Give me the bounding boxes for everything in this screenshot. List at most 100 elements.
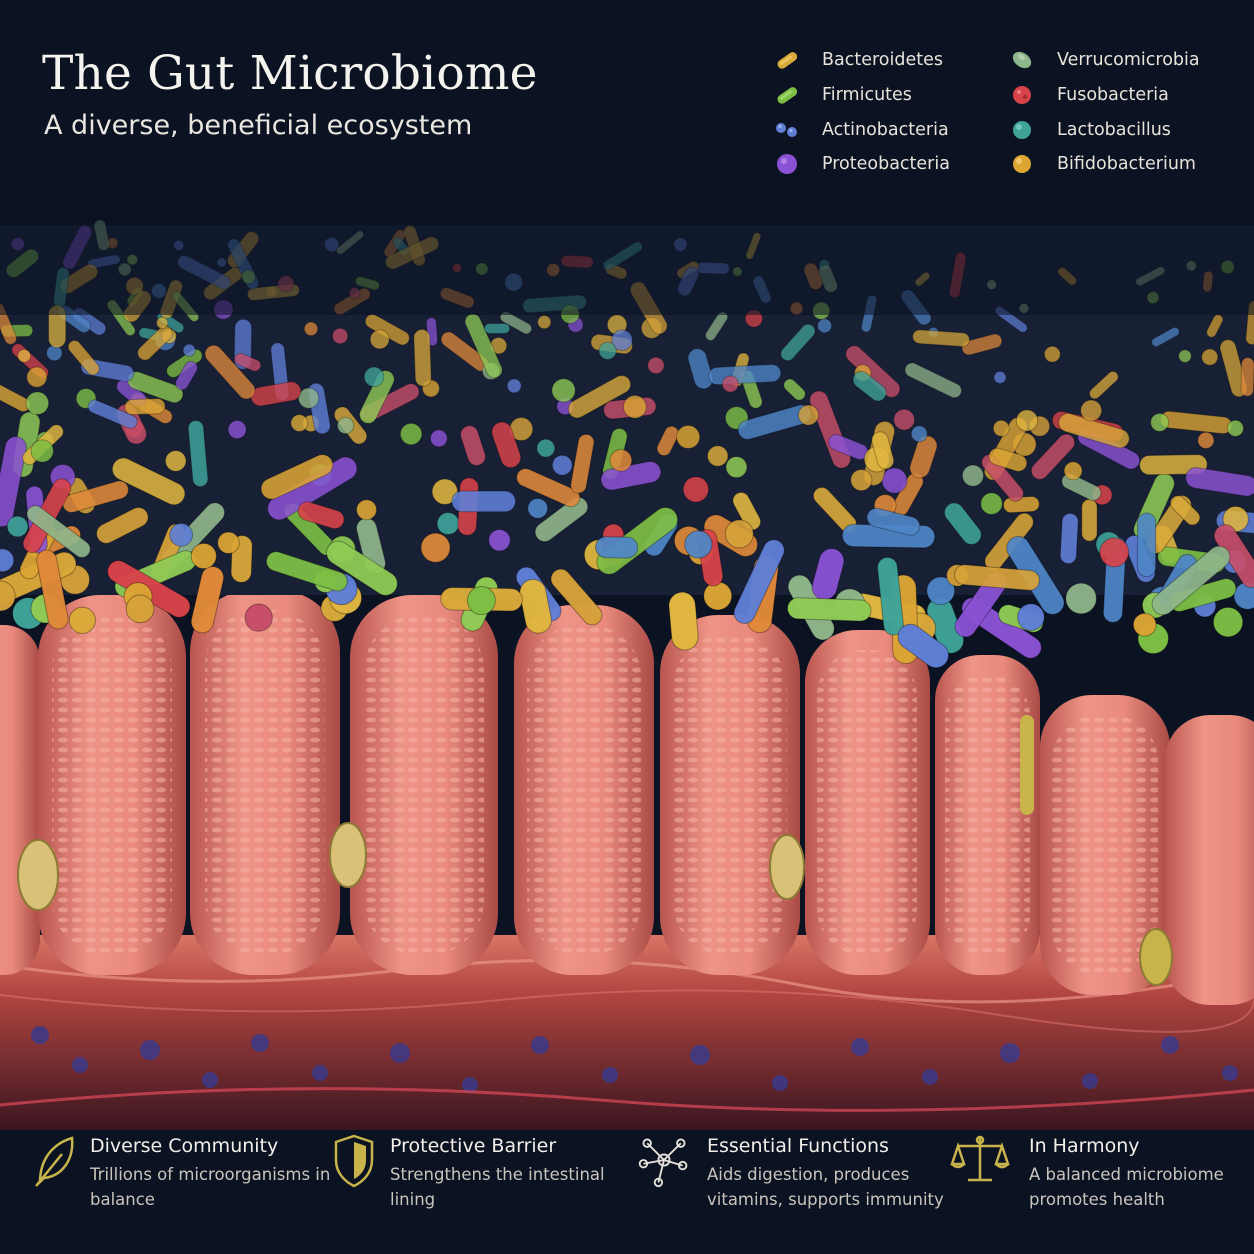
bacterium	[297, 501, 345, 530]
bacterium	[36, 549, 69, 630]
bacterium	[488, 528, 511, 552]
bacterium	[656, 425, 680, 457]
bacterium	[137, 325, 173, 361]
bacterium	[1213, 524, 1254, 588]
villus	[350, 595, 498, 975]
bacterium	[1099, 537, 1130, 568]
bacterium	[1150, 412, 1170, 432]
bacterium	[155, 316, 169, 330]
bacterium	[111, 457, 186, 506]
bacterium	[290, 414, 309, 433]
bacterium	[451, 490, 517, 513]
bacterium	[436, 512, 460, 536]
bacterium	[1178, 349, 1192, 363]
bacterium	[25, 391, 50, 416]
bacterium	[877, 556, 904, 636]
bacterium	[1065, 582, 1097, 615]
bacterium	[1185, 467, 1254, 497]
bacterium	[866, 507, 921, 536]
feature-description: Strengthens the intestinal lining	[390, 1165, 605, 1209]
bacterium	[67, 339, 100, 376]
villus	[805, 630, 930, 975]
feature-essential-functions: Essential Functions Aids digestion, prod…	[636, 1130, 944, 1240]
bacterium	[336, 416, 355, 435]
bacterium	[909, 435, 938, 479]
legend-item-lactobacillus: Lactobacillus	[1007, 117, 1171, 143]
bacterium	[1151, 545, 1231, 616]
bacterium	[175, 360, 198, 391]
bacterium	[954, 564, 1040, 591]
page-title: The Gut Microbiome	[42, 46, 538, 101]
bacterium	[687, 348, 714, 390]
bacterium	[707, 363, 782, 386]
bacterium	[980, 492, 1003, 515]
bacterium	[519, 578, 552, 634]
feature-title: In Harmony	[1029, 1135, 1140, 1157]
goblet-cells	[17, 715, 1173, 986]
bacterium	[190, 566, 225, 634]
bacterium	[943, 502, 982, 545]
bacterium	[182, 343, 196, 357]
bacterium	[356, 499, 378, 521]
bacterium	[893, 408, 916, 431]
bacterium	[534, 496, 589, 543]
bacterium	[244, 603, 273, 632]
legend-item-verrucomicrobia: Verrucomicrobia	[1007, 47, 1200, 73]
bacterium	[1219, 339, 1248, 398]
bacterium	[797, 404, 819, 426]
bacterium	[993, 370, 1007, 385]
bacterium	[0, 548, 15, 573]
bacterium	[331, 327, 349, 345]
oval-bacterium-icon	[1012, 51, 1032, 69]
bacterium	[897, 623, 949, 669]
cocci-pair-icon	[776, 123, 797, 137]
bacterium	[1059, 512, 1079, 565]
bacterium	[483, 322, 511, 335]
bacterium	[817, 318, 833, 334]
legend-label: Bifidobacterium	[1057, 154, 1196, 174]
bacterium	[1030, 433, 1076, 480]
bacterium	[786, 597, 872, 622]
bacterium	[961, 464, 985, 487]
bacterium	[169, 522, 194, 547]
gut-lining-illustration	[0, 195, 1254, 1130]
page-subtitle: A diverse, beneficial ecosystem	[44, 110, 473, 141]
bacterium	[413, 328, 432, 387]
bacterium	[598, 341, 617, 360]
bacterium	[265, 551, 348, 592]
bacterium	[1061, 473, 1102, 502]
legend-item-firmicutes: Firmicutes	[772, 82, 912, 108]
rod-bacterium-icon	[777, 87, 798, 104]
bacterium	[204, 344, 256, 400]
bacterium	[981, 454, 1024, 502]
bacterium	[1132, 612, 1157, 637]
bacterium	[783, 378, 806, 401]
bacterium	[125, 594, 155, 624]
bacterium	[68, 606, 96, 635]
bacterium	[676, 424, 701, 450]
bacterium	[1137, 512, 1157, 578]
legend-item-actinobacteria: Actinobacteria	[772, 117, 949, 143]
bacterium	[871, 431, 895, 470]
bacterium	[460, 425, 486, 466]
rod-bacterium-icon	[777, 52, 798, 69]
coccus-icon	[1013, 121, 1031, 139]
bacterium	[297, 387, 320, 409]
villus	[0, 625, 40, 975]
bacterium	[399, 422, 423, 446]
bacterium	[567, 374, 632, 419]
bacterium	[1063, 461, 1083, 481]
bacterium	[1080, 399, 1103, 422]
bacterium	[881, 467, 908, 494]
bacterium	[706, 445, 729, 467]
bacterium	[491, 421, 522, 469]
bacterium	[1240, 357, 1254, 397]
bacterium	[429, 429, 448, 448]
villus	[935, 655, 1040, 975]
bacterium	[1151, 326, 1180, 348]
bacterium	[303, 321, 319, 337]
bacterium	[725, 456, 748, 479]
bacterium	[682, 476, 710, 503]
legend-label: Actinobacteria	[822, 120, 949, 140]
